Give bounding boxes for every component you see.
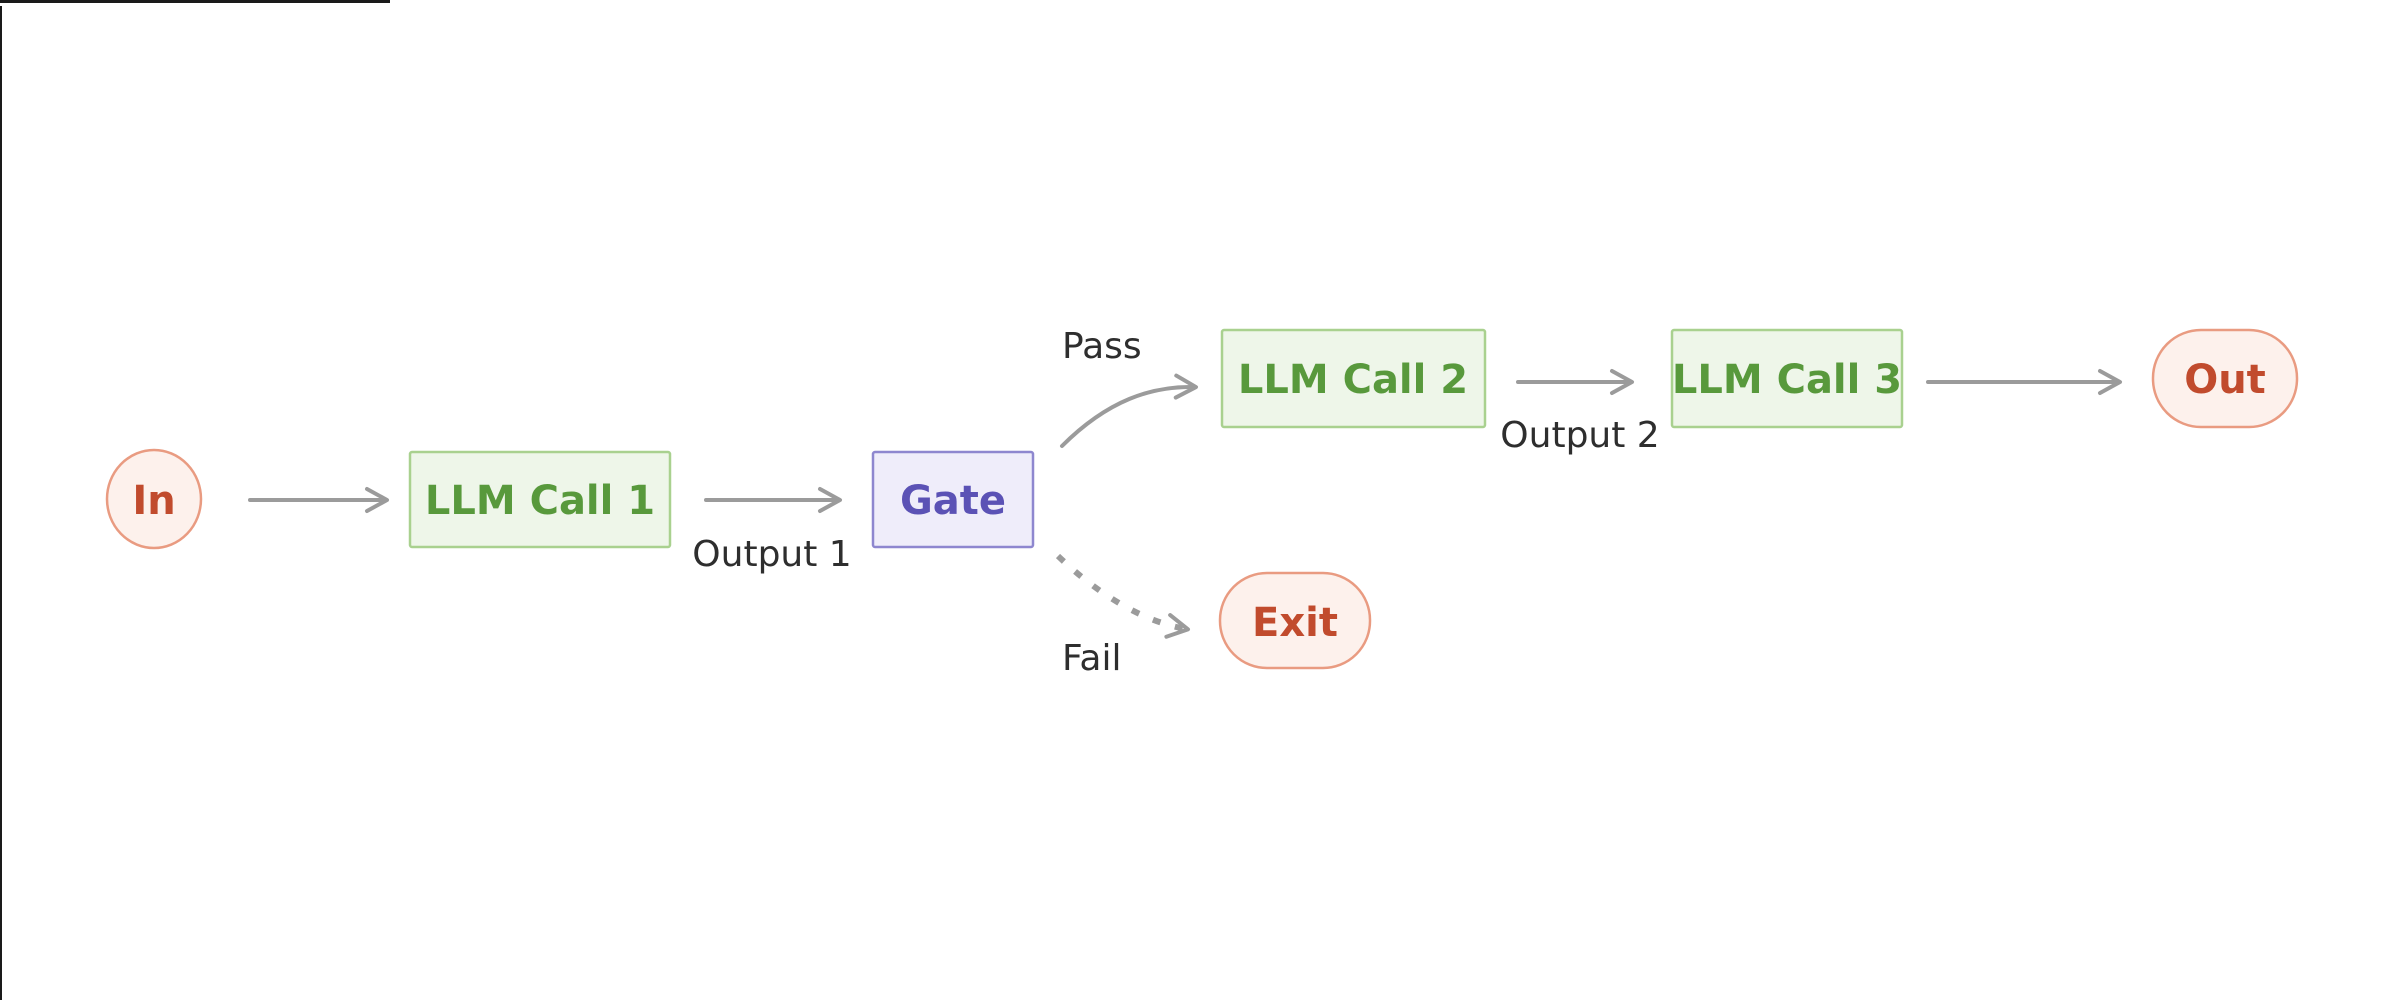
- edge-label-pass: Pass: [1062, 326, 1142, 367]
- edge-label-fail: Fail: [1062, 638, 1121, 679]
- edge-gate-to-exit: Fail: [1055, 553, 1190, 679]
- node-llm-call-2-label: LLM Call 2: [1238, 357, 1468, 403]
- node-exit-label: Exit: [1252, 600, 1338, 646]
- node-llm-call-1-label: LLM Call 1: [425, 478, 655, 524]
- node-exit: Exit: [1218, 571, 1372, 670]
- edge-label-output-1: Output 1: [692, 534, 851, 575]
- edge-gate-to-llm-call-2: Pass: [1060, 326, 1198, 448]
- frame-top-edge-line: [0, 0, 390, 3]
- node-gate: Gate: [871, 450, 1035, 549]
- node-llm-call-2: LLM Call 2: [1220, 328, 1487, 429]
- node-in-label: In: [132, 478, 175, 524]
- node-llm-call-3: LLM Call 3: [1670, 328, 1904, 429]
- edge-llm-call-1-to-gate: Output 1: [692, 487, 852, 575]
- edge-label-output-2: Output 2: [1500, 415, 1659, 456]
- node-llm-call-1: LLM Call 1: [408, 450, 672, 549]
- node-out: Out: [2151, 328, 2299, 429]
- node-out-label: Out: [2184, 357, 2266, 403]
- node-llm-call-3-label: LLM Call 3: [1672, 357, 1902, 403]
- node-in: In: [105, 448, 203, 550]
- edge-llm-call-2-to-llm-call-3: Output 2: [1500, 369, 1660, 456]
- node-gate-label: Gate: [900, 478, 1006, 524]
- frame-left-edge-line: [0, 6, 2, 1000]
